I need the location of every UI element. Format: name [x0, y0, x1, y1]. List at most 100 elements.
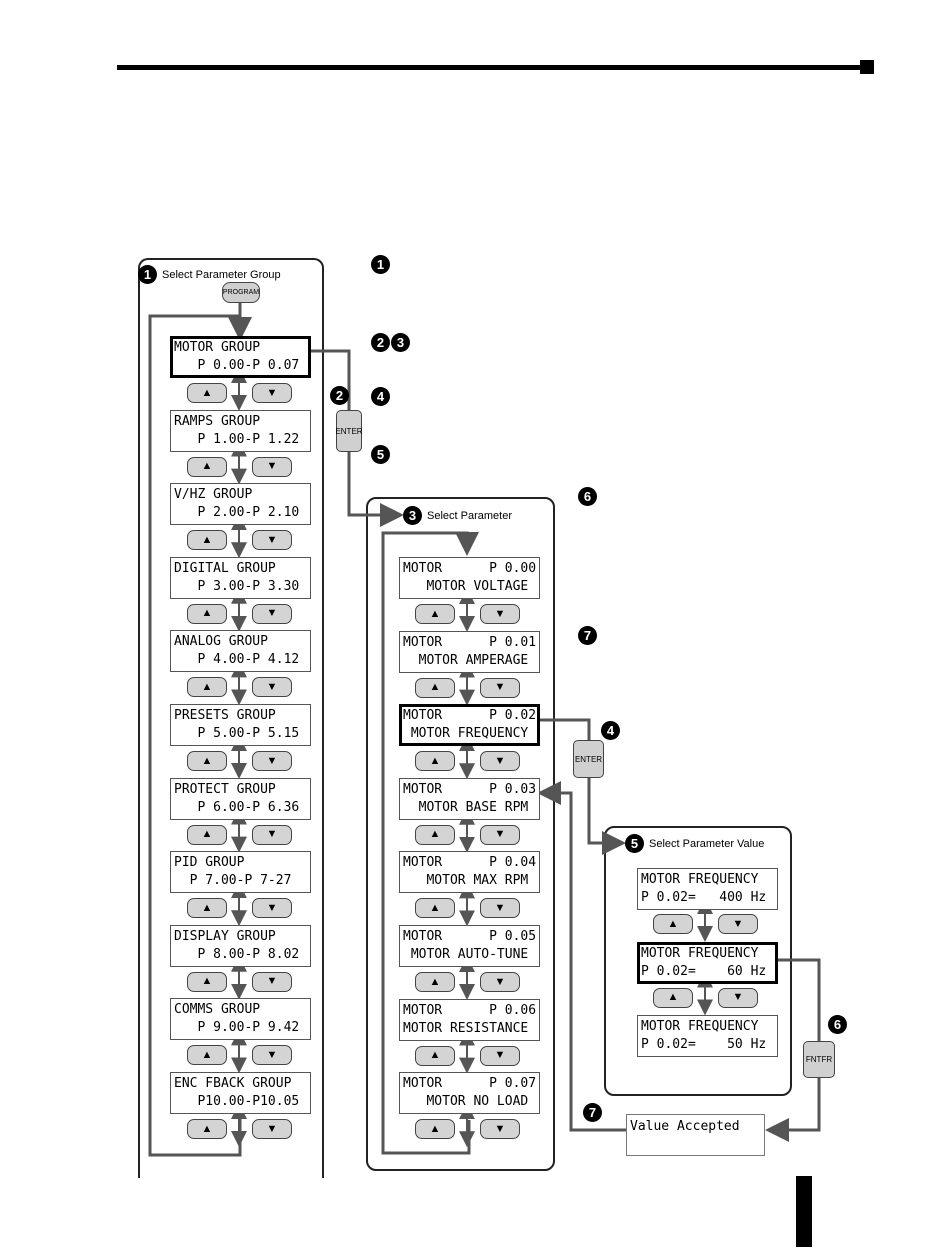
lcd-line-1: DISPLAY GROUP: [174, 928, 276, 944]
value-panel-title: 5 Select Parameter Value: [625, 834, 764, 853]
callout-2: 2: [371, 333, 390, 352]
lcd-line-2: P 9.00-P 9.42: [174, 1020, 300, 1036]
lcd-line-2: MOTOR VOLTAGE: [403, 579, 529, 594]
lcd-line-1: COMMS GROUP: [174, 1002, 261, 1018]
group-8-down-arrow-button[interactable]: ▼: [252, 971, 292, 992]
group-9-down-arrow-button[interactable]: ▼: [252, 1045, 292, 1066]
param-5-down-arrow-button[interactable]: ▼: [480, 972, 520, 992]
param-0-down-arrow-button[interactable]: ▼: [480, 604, 520, 624]
group-display: V/HZ GROUP P 2.00-P 2.10: [170, 483, 311, 526]
parameter-display: MOTOR P 0.01 MOTOR AMPERAGE: [399, 630, 540, 673]
group-0-up-arrow-button[interactable]: ▲: [187, 383, 227, 403]
value-0-down-arrow-button[interactable]: ▼: [718, 914, 758, 934]
value-accepted-display: Value Accepted: [626, 1114, 765, 1156]
param-2-up-arrow-button[interactable]: ▲: [415, 751, 455, 772]
lcd-line-1: MOTOR P 0.06: [403, 1002, 537, 1018]
callout-1: 1: [371, 255, 390, 274]
parameter-display: MOTOR P 0.02 MOTOR FREQUENCY: [399, 704, 540, 747]
group-6-up-arrow-button[interactable]: ▲: [187, 824, 227, 845]
lcd-line-1: MOTOR P 0.05: [403, 929, 537, 944]
group-display: PROTECT GROUP P 6.00-P 6.36: [170, 777, 311, 820]
parameter-display: MOTOR P 0.03 MOTOR BASE RPM: [399, 777, 540, 820]
param-4-down-arrow-button[interactable]: ▼: [480, 898, 520, 919]
group-8-up-arrow-button[interactable]: ▲: [187, 971, 227, 992]
group-display: ANALOG GROUP P 4.00-P 4.12: [170, 630, 311, 673]
callout-7: 7: [578, 626, 597, 645]
param-6-up-arrow-button[interactable]: ▲: [415, 1045, 455, 1066]
group-1-down-arrow-button[interactable]: ▼: [252, 456, 292, 477]
header-rule-end-marker: [860, 60, 874, 74]
value-1-down-arrow-button[interactable]: ▼: [718, 987, 758, 1008]
group-10-up-arrow-button[interactable]: ▲: [187, 1119, 227, 1139]
lcd-line-2: MOTOR BASE RPM: [403, 799, 529, 815]
value-0-up-arrow-button[interactable]: ▲: [653, 914, 693, 934]
lcd-line-2: MOTOR NO LOAD: [403, 1094, 529, 1110]
group-2-down-arrow-button[interactable]: ▼: [252, 530, 292, 551]
group-display: PRESETS GROUP P 5.00-P 5.15: [170, 704, 311, 746]
group-display: RAMPS GROUP P 1.00-P 1.22: [170, 409, 311, 452]
lcd-line-2: P 3.00-P 3.30: [174, 578, 300, 594]
group-3-down-arrow-button[interactable]: ▼: [252, 603, 292, 624]
lcd-line-2: P 1.00-P 1.22: [174, 431, 300, 447]
lcd-line-2: MOTOR AUTO-TUNE: [403, 947, 529, 962]
lcd-line-2: P 5.00-P 5.15: [174, 726, 300, 741]
group-3-up-arrow-button[interactable]: ▲: [187, 603, 227, 624]
group-display: DIGITAL GROUP P 3.00-P 3.30: [170, 556, 311, 599]
lcd-line-2: P 2.00-P 2.10: [174, 505, 300, 521]
group-5-down-arrow-button[interactable]: ▼: [252, 751, 292, 771]
group-7-down-arrow-button[interactable]: ▼: [252, 898, 292, 919]
lcd-line-1: ENC FBACK GROUP: [174, 1076, 292, 1091]
lcd-line-1: MOTOR P 0.01: [403, 634, 537, 650]
lcd-line-2: P 6.00-P 6.36: [174, 799, 300, 815]
parameter-panel-title-text: Select Parameter: [427, 509, 512, 522]
step-4-badge: 4: [601, 721, 620, 740]
enter-button-parameter[interactable]: ENTER: [573, 740, 604, 778]
parameter-display: MOTOR P 0.04 MOTOR MAX RPM: [399, 851, 540, 894]
callout-5: 5: [371, 445, 390, 464]
lcd-line-1: MOTOR GROUP: [174, 340, 261, 355]
group-0-down-arrow-button[interactable]: ▼: [252, 383, 292, 403]
lcd-line-1: MOTOR P 0.03: [403, 781, 537, 797]
group-2-up-arrow-button[interactable]: ▲: [187, 530, 227, 551]
group-4-down-arrow-button[interactable]: ▼: [252, 677, 292, 698]
step-3-badge: 3: [403, 506, 422, 525]
lcd-line-2: MOTOR FREQUENCY: [403, 726, 529, 742]
lcd-line-1: MOTOR P 0.00: [403, 561, 537, 576]
param-6-down-arrow-button[interactable]: ▼: [480, 1045, 520, 1066]
param-2-down-arrow-button[interactable]: ▼: [480, 751, 520, 772]
group-4-up-arrow-button[interactable]: ▲: [187, 677, 227, 698]
param-0-up-arrow-button[interactable]: ▲: [415, 604, 455, 624]
page-edge-tab: [796, 1176, 812, 1247]
enter-button-group[interactable]: ENTER: [335, 410, 363, 452]
lcd-line-2: P 4.00-P 4.12: [174, 652, 300, 668]
program-button[interactable]: PROGRAM: [222, 282, 260, 303]
callout-6: 6: [578, 487, 597, 506]
group-9-up-arrow-button[interactable]: ▲: [187, 1045, 227, 1066]
lcd-line-2: P 0.02= 50 Hz: [641, 1037, 767, 1052]
param-1-down-arrow-button[interactable]: ▼: [480, 677, 520, 698]
callout-4: 4: [371, 387, 390, 406]
lcd-line-1: MOTOR P 0.02: [403, 708, 537, 724]
group-1-up-arrow-button[interactable]: ▲: [187, 456, 227, 477]
param-7-up-arrow-button[interactable]: ▲: [415, 1119, 455, 1140]
param-5-up-arrow-button[interactable]: ▲: [415, 972, 455, 992]
param-3-up-arrow-button[interactable]: ▲: [415, 824, 455, 845]
group-5-up-arrow-button[interactable]: ▲: [187, 751, 227, 771]
group-panel-title: 1 Select Parameter Group: [138, 265, 281, 284]
param-3-down-arrow-button[interactable]: ▼: [480, 824, 520, 845]
lcd-line-1: MOTOR P 0.07: [403, 1076, 537, 1092]
step-7-badge: 7: [583, 1103, 602, 1122]
enter-button-value[interactable]: FNTFR: [803, 1041, 835, 1078]
param-1-up-arrow-button[interactable]: ▲: [415, 677, 455, 698]
param-4-up-arrow-button[interactable]: ▲: [415, 898, 455, 919]
param-7-down-arrow-button[interactable]: ▼: [480, 1119, 520, 1140]
group-10-down-arrow-button[interactable]: ▼: [252, 1119, 292, 1139]
group-7-up-arrow-button[interactable]: ▲: [187, 898, 227, 919]
group-6-down-arrow-button[interactable]: ▼: [252, 824, 292, 845]
lcd-line-2: P 0.02= 400 Hz: [641, 890, 767, 905]
lcd-line-1: DIGITAL GROUP: [174, 560, 276, 576]
value-1-up-arrow-button[interactable]: ▲: [653, 987, 693, 1008]
